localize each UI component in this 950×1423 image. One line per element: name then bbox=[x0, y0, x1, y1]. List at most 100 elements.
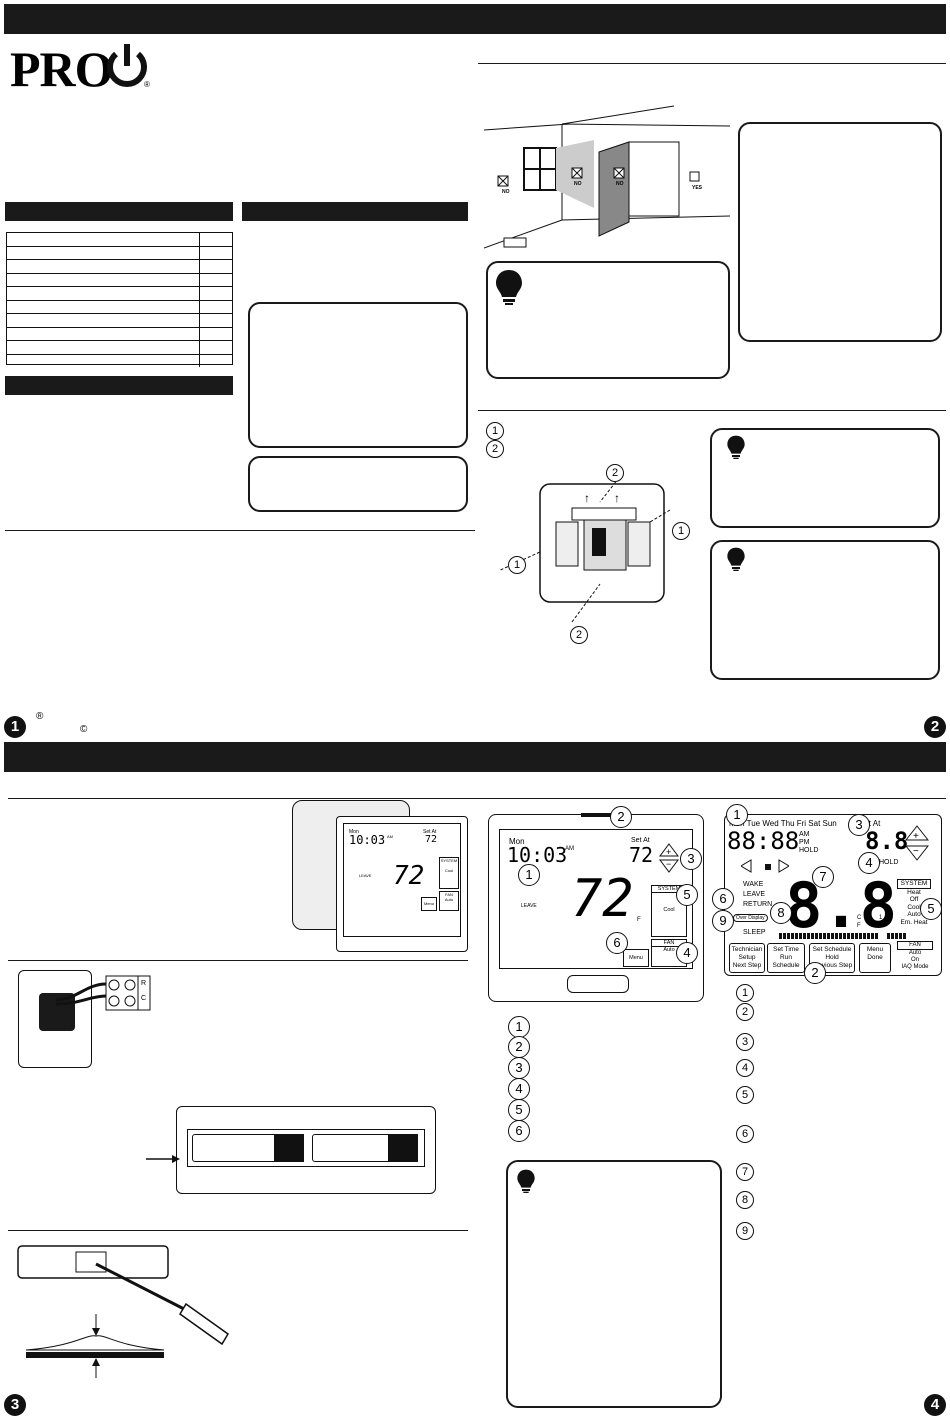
system-button[interactable]: SYSTEM Cool bbox=[651, 885, 687, 937]
lcd-mode-auto: Auto bbox=[907, 911, 921, 918]
menu-label: Menu bbox=[629, 955, 643, 961]
lcd-unit-c: C bbox=[857, 915, 862, 921]
thermo-temp: 72 bbox=[571, 869, 634, 929]
mini-ampm: AM bbox=[387, 834, 393, 839]
lcd-up-icon: + bbox=[905, 825, 929, 841]
divider-left bbox=[5, 530, 475, 531]
btn-technician-setup[interactable]: Technician Setup Next Step bbox=[729, 943, 765, 973]
lcd-days: Mon Tue Wed Thu Fri Sat Sun bbox=[729, 819, 837, 828]
thermostat-front-view: Mon 10:03 AM Set At 72 + − 72 F LEAVE SY… bbox=[488, 813, 704, 1002]
room-location-illustration bbox=[484, 105, 730, 249]
thermo-set-value: 72 bbox=[629, 843, 654, 867]
btn-time-l2: Run bbox=[780, 954, 792, 961]
lcd-hold-small: HOLD bbox=[799, 847, 819, 854]
svg-text:−: − bbox=[666, 859, 671, 869]
legend-left-4: 4 bbox=[508, 1078, 530, 1100]
btn-time-l1: Set Time bbox=[773, 946, 799, 953]
lcd-fan-auto: Auto bbox=[908, 950, 922, 956]
btn-time-l3: Schedule bbox=[772, 962, 800, 969]
note-box-2 bbox=[248, 456, 468, 512]
lightbulb-icon-3 bbox=[727, 547, 745, 571]
lcd-display-diagram: Mon Tue Wed Thu Fri Sat Sun Set At 88:88… bbox=[724, 814, 942, 976]
lcd-wake: WAKE bbox=[743, 881, 764, 888]
middle-header-bar bbox=[4, 742, 946, 772]
legend-right-7: 7 bbox=[736, 1163, 754, 1181]
display-callout-4: 4 bbox=[858, 852, 880, 874]
svg-text:↑: ↑ bbox=[614, 491, 620, 505]
battery-compartment bbox=[176, 1106, 436, 1194]
lcd-hold: HOLD bbox=[879, 859, 899, 866]
lcd-mode-off: Off bbox=[909, 896, 919, 903]
thermo-set-at: Set At bbox=[631, 837, 650, 844]
mini-thermostat-front: Mon 10:03 AM Set At 72 72 LEAVE SYSTEM C… bbox=[336, 816, 468, 952]
btn-tech-l1: Technician bbox=[731, 946, 763, 953]
section-bar-1 bbox=[5, 202, 233, 221]
lcd-segment-bar-2 bbox=[887, 933, 907, 939]
legend-right-2: 2 bbox=[736, 1003, 754, 1021]
thermo-leave: LEAVE bbox=[521, 903, 537, 909]
diagram-callout-2-top: 2 bbox=[606, 464, 624, 482]
lightbulb-icon-4 bbox=[517, 1169, 535, 1193]
up-arrow-button[interactable]: + bbox=[659, 843, 679, 857]
lcd-unit-f: F bbox=[857, 923, 861, 929]
mini-leave: LEAVE bbox=[359, 873, 372, 878]
thermo-callout-2: 2 bbox=[610, 806, 632, 828]
lcd-mode-emheat: Em. Heat bbox=[900, 918, 928, 926]
lcd-sleep: SLEEP bbox=[743, 929, 766, 936]
btn-sched-l1: Set Schedule bbox=[812, 946, 852, 953]
lcd-system-label: SYSTEM bbox=[897, 879, 931, 889]
svg-text:+: + bbox=[666, 847, 671, 857]
btn-set-time[interactable]: Set Time Run Schedule bbox=[767, 943, 805, 973]
lcd-stage-2: 2 bbox=[879, 923, 883, 929]
legend-left-2: 2 bbox=[508, 1036, 530, 1058]
diagram-callout-1-left: 1 bbox=[508, 556, 526, 574]
divider-p3-b bbox=[8, 1230, 468, 1231]
pro-logo: PRO ® bbox=[10, 40, 150, 97]
page-number-4: 4 bbox=[924, 1394, 946, 1416]
btn-tech-l3: Next Step bbox=[732, 962, 762, 969]
svg-text:+: + bbox=[913, 831, 919, 841]
legend-left-1: 1 bbox=[508, 1016, 530, 1038]
lcd-stage-1: 1 bbox=[879, 915, 883, 921]
lcd-left-right-icon bbox=[741, 859, 789, 873]
thermo-callout-6: 6 bbox=[606, 932, 628, 954]
mini-day: Mon bbox=[349, 829, 359, 835]
legend-right-9: 9 bbox=[736, 1222, 754, 1240]
thermo-ampm: AM bbox=[565, 846, 574, 852]
divider-right-top bbox=[478, 63, 946, 64]
legend-right-5: 5 bbox=[736, 1086, 754, 1104]
lcd-leave: LEAVE bbox=[743, 891, 766, 898]
section-bar-2 bbox=[242, 202, 468, 221]
tip-box-location bbox=[486, 261, 730, 379]
display-callout-3: 3 bbox=[848, 814, 870, 836]
divider-p3-top bbox=[8, 798, 946, 799]
section-bar-3 bbox=[5, 376, 233, 395]
lcd-segment-bar bbox=[779, 933, 879, 939]
legend-right-8: 8 bbox=[736, 1191, 754, 1209]
arrow-icon bbox=[146, 1155, 180, 1163]
display-callout-8: 8 bbox=[770, 902, 792, 924]
down-arrow-button[interactable]: − bbox=[659, 859, 679, 873]
mini-menu: Menu bbox=[423, 901, 434, 906]
lcd-mode-cool: Cool bbox=[907, 903, 921, 911]
tip-box-3 bbox=[710, 540, 940, 680]
btn-sched-l3: Previous Step bbox=[811, 962, 853, 969]
lcd-fan-label: FAN bbox=[897, 941, 933, 950]
btn-menu-l1: Menu bbox=[866, 946, 884, 953]
label-no-2: NO bbox=[574, 181, 582, 187]
menu-button[interactable]: Menu bbox=[623, 949, 649, 967]
btn-sched-l2: Hold bbox=[825, 954, 839, 961]
page-number-1: 1 bbox=[4, 716, 26, 738]
thermo-day: Mon bbox=[509, 837, 525, 846]
legend-right-6: 6 bbox=[736, 1125, 754, 1143]
lcd-time: 88:88 bbox=[727, 827, 800, 855]
page-number-2: 2 bbox=[924, 716, 946, 738]
svg-text:−: − bbox=[913, 846, 919, 857]
lcd-fan-on: On bbox=[910, 957, 919, 963]
thermo-callout-1: 1 bbox=[518, 864, 540, 886]
legend-left-5: 5 bbox=[508, 1099, 530, 1121]
display-callout-2: 2 bbox=[804, 962, 826, 984]
page-number-3: 3 bbox=[4, 1394, 26, 1416]
btn-menu-done[interactable]: Menu Done bbox=[859, 943, 891, 973]
thermo-time: 10:03 bbox=[507, 843, 568, 867]
